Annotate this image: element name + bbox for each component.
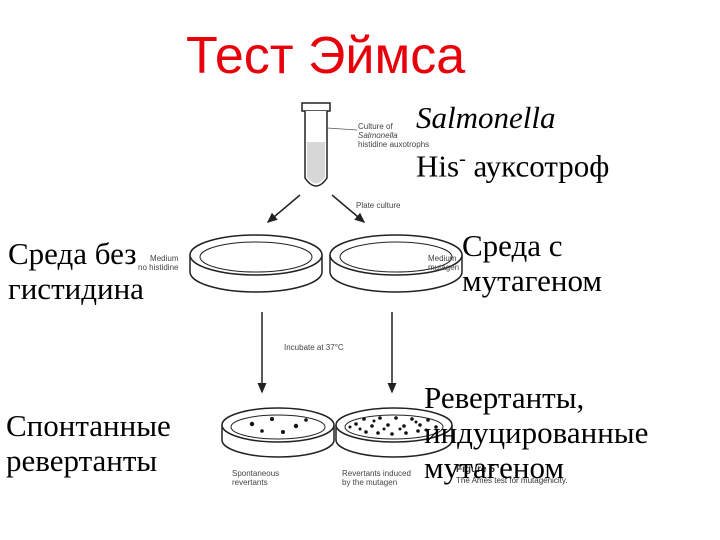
spontaneous-label: Spontaneous revertants xyxy=(232,469,280,488)
left-medium-label: Medium no histidine xyxy=(138,254,179,273)
incubate-label: Incubate at 37°C xyxy=(284,343,344,352)
label-induced-revertants: Ревертанты, индуцированные мутагеном xyxy=(424,380,649,486)
label-spontaneous-revertants: Спонтанные ревертанты xyxy=(6,408,171,479)
petri-dish-no-histidine xyxy=(189,234,323,293)
strain-suffix: ауксотроф xyxy=(465,148,610,184)
arrow-to-right-plate xyxy=(331,194,366,223)
organism-strain: His- ауксотроф xyxy=(416,148,609,183)
test-tube xyxy=(301,102,331,187)
page-title: Тест Эймса xyxy=(186,27,466,85)
label-medium-no-histidine: Среда без гистидина xyxy=(8,236,144,307)
induced-label: Revertants induced by the mutagen xyxy=(342,469,411,488)
organism-genus: Salmonella xyxy=(416,100,556,135)
induced-colonies xyxy=(348,416,438,436)
strain-superscript: - xyxy=(459,148,466,170)
right-medium-label: Medium mutagen xyxy=(428,254,460,273)
figure-caption: Figure 5 The Ames test for mutagenicity. xyxy=(456,464,568,485)
petri-dish-spontaneous xyxy=(221,407,335,458)
strain-prefix: His xyxy=(416,148,460,184)
tube-label-leader xyxy=(326,127,358,131)
plate-culture-label: Plate culture xyxy=(356,201,401,210)
petri-dish-induced xyxy=(335,407,453,458)
tube-label: Culture of Salmonella histidine auxotrop… xyxy=(358,122,430,150)
spontaneous-colonies xyxy=(249,417,308,434)
label-medium-mutagen: Среда с мутагеном xyxy=(462,228,602,299)
petri-dish-mutagen xyxy=(329,234,463,293)
arrow-to-left-plate xyxy=(266,194,301,223)
